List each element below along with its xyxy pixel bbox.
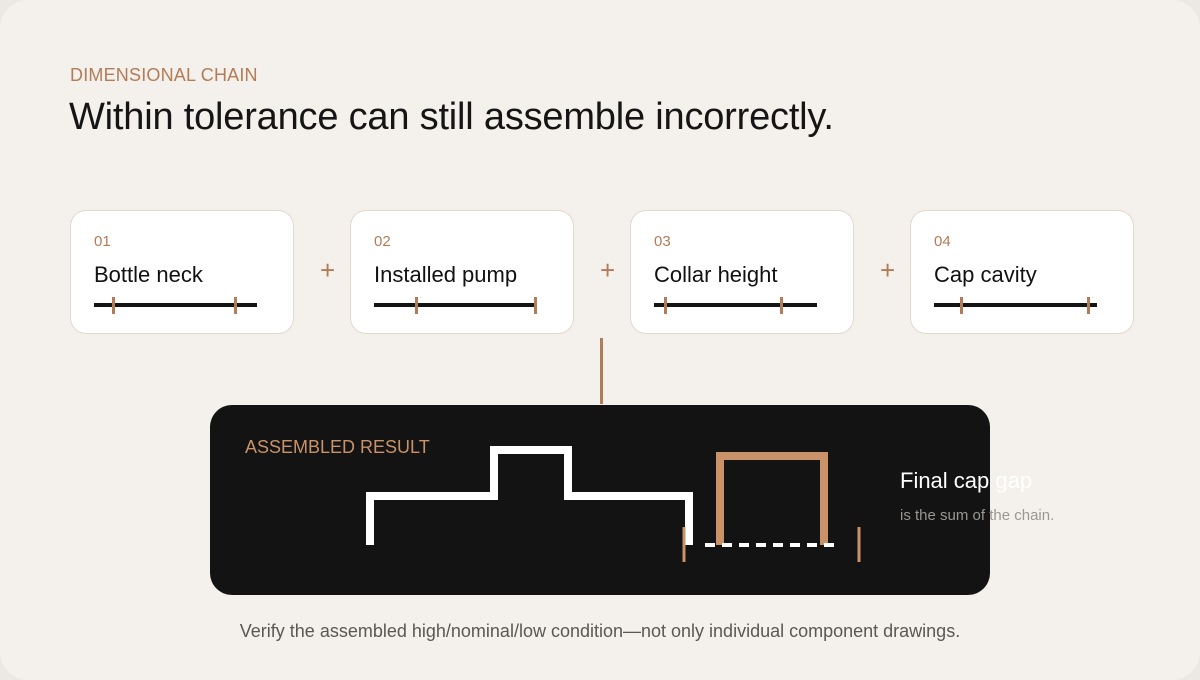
page-title: Within tolerance can still assemble inco… [69, 96, 834, 138]
tolerance-tick-low [112, 297, 116, 314]
chain-card-label: Bottle neck [94, 262, 203, 287]
tolerance-tick-low [960, 297, 964, 314]
tolerance-tick-high [1087, 297, 1091, 314]
tolerance-tick-high [533, 297, 537, 314]
tolerance-tick-low [414, 297, 418, 314]
chain-card-label: Installed pump [374, 262, 518, 287]
tolerance-bar [374, 303, 537, 307]
chain-card-number: 02 [374, 233, 391, 250]
final-gap-subtitle: is the sum of the chain. [900, 507, 1055, 524]
tolerance-bar [934, 303, 1097, 307]
tolerance-tick-high [234, 297, 238, 314]
plus-operator: + [600, 255, 616, 285]
tolerance-bar [654, 303, 817, 307]
chain-card-cap-cavity: 04 Cap cavity [910, 210, 1134, 334]
chain-connector-line [600, 338, 603, 404]
plus-operator: + [880, 255, 896, 285]
chain-card-label: Cap cavity [934, 262, 1037, 287]
plus-operator: + [320, 255, 336, 285]
chain-card-collar-height: 03 Collar height [630, 210, 854, 334]
chain-card-number: 01 [94, 233, 111, 250]
chain-card-number: 03 [654, 233, 671, 250]
tolerance-tick-low [663, 297, 667, 314]
footnote: Verify the assembled high/nominal/low co… [239, 621, 961, 641]
bottle-pump-profile [366, 446, 693, 545]
tolerance-tick-high [779, 297, 783, 314]
cap-outline [716, 452, 828, 545]
final-gap-title: Final cap gap [900, 468, 1033, 493]
chain-card-bottle-neck: 01 Bottle neck [70, 210, 294, 334]
chain-card-label: Collar height [654, 262, 778, 287]
chain-card-number: 04 [934, 233, 951, 250]
assembled-result-panel: ASSEMBLED RESULT [210, 405, 990, 595]
section-eyebrow: DIMENSIONAL CHAIN [70, 65, 258, 85]
assembly-profile-drawing [366, 446, 861, 562]
chain-card-installed-pump: 02 Installed pump [350, 210, 574, 334]
assembled-result-label: ASSEMBLED RESULT [245, 437, 430, 457]
tolerance-bar [94, 303, 257, 307]
